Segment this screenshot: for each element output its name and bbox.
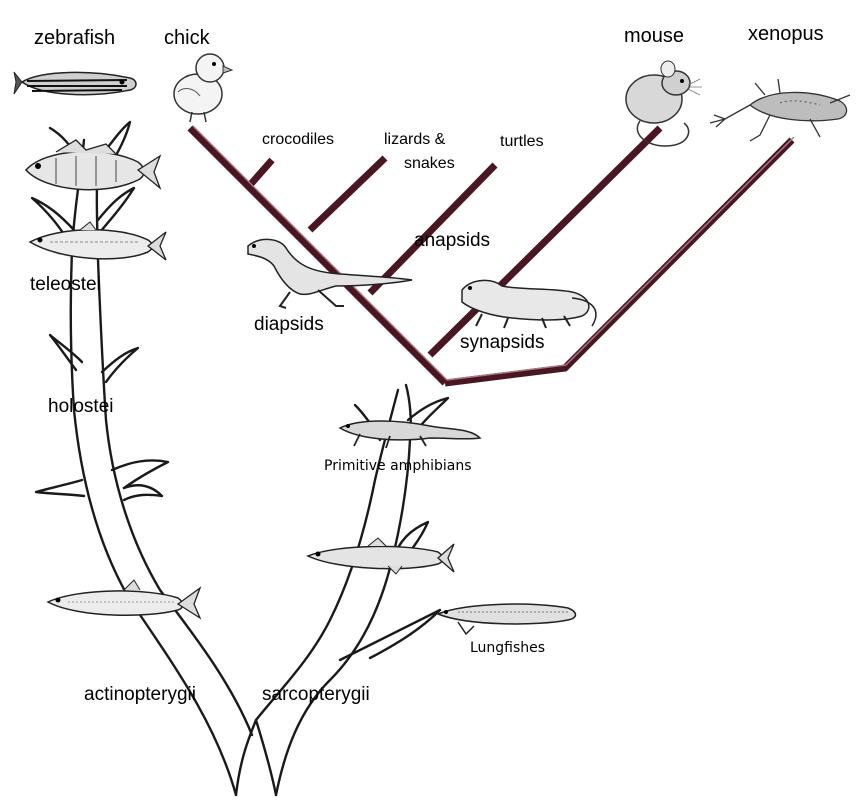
perch-icon — [24, 139, 162, 191]
actino-branch-right-3 — [122, 484, 164, 502]
label-diapsids: diapsids — [254, 314, 324, 335]
label-lungfishes: Lungfishes — [470, 640, 545, 656]
label-xenopus: xenopus — [748, 23, 824, 45]
base-stem — [234, 718, 278, 797]
label-anapsids: anapsids — [414, 230, 490, 251]
label-lizards-line1: lizards & — [384, 131, 446, 148]
lungfish-icon — [435, 603, 577, 636]
amphibian-branch-right — [406, 396, 450, 436]
amniote-tree-highlight — [192, 125, 795, 381]
lungfish-branch — [338, 608, 442, 662]
label-mouse: mouse — [624, 25, 684, 47]
branch-chick — [187, 125, 448, 386]
label-teleostei: teleostei — [30, 274, 101, 295]
label-chick: chick — [164, 27, 211, 49]
label-lizards-line2: snakes — [404, 155, 455, 172]
amphibian-icon — [338, 420, 482, 449]
primitive-ray-fish-icon — [46, 579, 202, 620]
actino-branch-right-2 — [110, 459, 170, 490]
mouse-icon — [625, 60, 702, 147]
reptile-synapsid-icon — [461, 279, 597, 329]
actino-branch-right-1 — [100, 346, 140, 384]
xenopus-icon — [709, 78, 851, 142]
branch-crocodiles — [247, 157, 275, 188]
label-actinopterygii: actinopterygii — [84, 684, 196, 705]
label-crocodiles: crocodiles — [262, 131, 334, 148]
branch-lizards — [307, 155, 388, 233]
label-zebrafish: zebrafish — [34, 27, 115, 49]
branch-root — [444, 137, 795, 387]
chick-icon — [173, 53, 234, 123]
label-synapsids: synapsids — [460, 332, 545, 353]
teleo-branch-left — [30, 196, 76, 242]
label-turtles: turtles — [500, 133, 544, 150]
amniote-tree — [187, 125, 795, 387]
branch-mouse — [427, 125, 663, 358]
herring-icon — [28, 221, 167, 261]
label-holostei: holostei — [48, 396, 114, 417]
actino-branch-left-2 — [34, 478, 86, 498]
label-sarcopterygii: sarcopterygii — [262, 684, 370, 705]
label-primitive-amphibians: Primitive amphibians — [324, 458, 472, 474]
branch-turtles — [367, 162, 498, 296]
zebrafish-icon — [13, 71, 137, 96]
teleo-branch-right — [96, 186, 136, 234]
actino-branch-left-1 — [48, 333, 84, 372]
dinosaur-icon — [247, 238, 413, 309]
coelacanth-icon — [306, 537, 455, 575]
